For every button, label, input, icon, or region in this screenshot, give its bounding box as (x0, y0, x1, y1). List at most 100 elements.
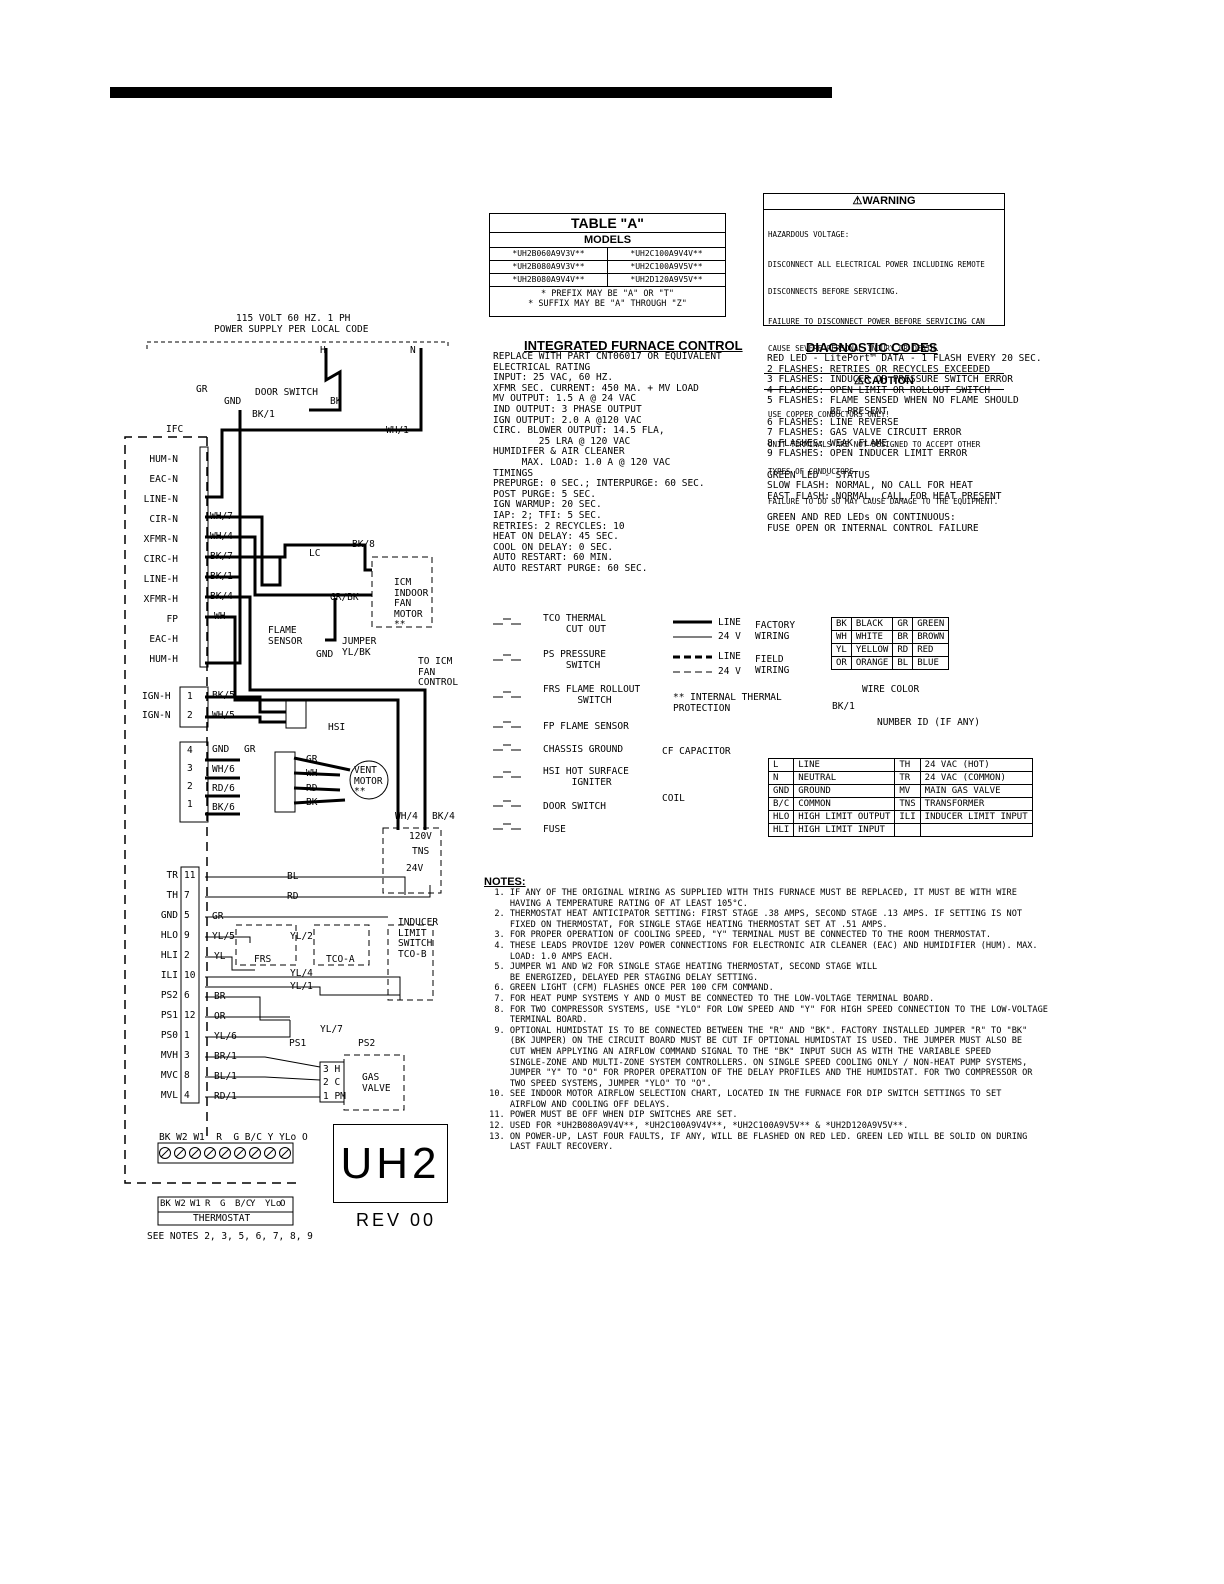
diagram-label-n: N (410, 345, 416, 356)
diagram-label-yl6: YL/6 (214, 1031, 237, 1042)
caution-line: UNIT TERMINALS ARE NOT DESIGNED TO ACCEP… (768, 440, 981, 449)
abbrev-cell (919, 823, 1033, 837)
table-a: TABLE "A" MODELS *UH2B060A9V3V***UH2C100… (489, 213, 726, 317)
lv-terminal-number: 5 (184, 910, 190, 921)
lv-terminal-number: 12 (184, 1010, 196, 1021)
thermostat-terminal: O (280, 1199, 286, 1209)
wiring-24v-label: 24 V (718, 631, 741, 642)
terminal-label: EAC-N (149, 474, 178, 485)
thermostat-screw-icon (159, 1147, 171, 1159)
diagram-label-bk4c: BK/4 (432, 811, 455, 822)
header-bar (110, 87, 832, 98)
color-cell: BLUE (912, 656, 950, 670)
diagram-label-gnd: GND (224, 396, 242, 407)
diagram-label-h: H (320, 345, 326, 356)
diagram-label-gv2: 2 C (323, 1077, 341, 1088)
thermostat-screw-icon (204, 1147, 216, 1159)
diagram-label-bk1b: BK/1 (210, 571, 233, 582)
diagram-label-yl7: YL/7 (320, 1024, 343, 1035)
lv-terminal-number: 9 (184, 930, 190, 941)
diagram-label-gv3: 3 H (323, 1064, 341, 1075)
model-stamp: UH2 (340, 1139, 441, 1188)
table-a-note-2: * SUFFIX MAY BE "A" THROUGH "Z" (528, 299, 687, 309)
diagram-label-bk6: BK/6 (212, 802, 235, 813)
diagram-label-rd6: RD/6 (212, 783, 235, 794)
diagram-label-tcoa: TCO-A (326, 954, 355, 965)
caution-line: TYPES OF CONDUCTORS. (768, 467, 859, 476)
diagram-label-wh4c: WH/4 (395, 811, 418, 822)
diagram-label-lc: LC (309, 548, 321, 559)
legend-frs: FRS FLAME ROLLOUT SWITCH (543, 684, 641, 706)
model-cell: *UH2C100A9V4V** (630, 249, 703, 258)
lv-terminal-number: 8 (184, 1070, 190, 1081)
screw-slot-icon (235, 1148, 245, 1158)
diagram-label-see-notes: SEE NOTES 2, 3, 5, 6, 7, 8, 9 (147, 1231, 313, 1242)
diagram-label-bk1: BK/1 (252, 409, 275, 420)
lv-terminal-label: HLI (160, 950, 178, 961)
diag-title: DIAGNOSTIC CODES (806, 340, 938, 355)
color-cell: OR (831, 656, 852, 670)
vent-pin-number: 3 (187, 763, 193, 774)
notes-text: 1. IF ANY OF THE ORIGINAL WIRING AS SUPP… (489, 888, 1048, 1153)
thermostat-terminal: Y (250, 1199, 256, 1209)
diagram-label-gas-valve: GAS VALVE (362, 1072, 391, 1094)
lv-terminal-number: 10 (184, 970, 196, 981)
fuse-icon (493, 823, 521, 830)
hsi-igniter-icon (493, 771, 521, 778)
warning-box: ⚠WARNING HAZARDOUS VOLTAGE: DISCONNECT A… (763, 193, 1005, 506)
legend-fp: FP FLAME SENSOR (543, 721, 629, 732)
lv-terminal-number: 4 (184, 1090, 190, 1101)
diagram-label-yl: YL (214, 951, 226, 962)
terminal-label: HUM-H (149, 654, 178, 665)
lv-terminal-number: 6 (184, 990, 190, 1001)
caution-title: CAUTION (863, 375, 914, 387)
thermostat-terminal: G (220, 1199, 226, 1209)
diagram-label-hsi: HSI (328, 722, 346, 733)
diagram-label-gr3: GR (244, 744, 256, 755)
terminal-label: LINE-N (143, 494, 178, 505)
table-a-note-1: * PREFIX MAY BE "A" OR "T" (540, 289, 675, 299)
diagram-label-icm: ICM INDOOR FAN MOTOR ** (394, 577, 429, 631)
terminal-label: XFMR-H (143, 594, 178, 605)
screw-slot-icon (175, 1148, 185, 1158)
diagram-label-v24: 24V (406, 863, 424, 874)
ign-terminal-label: IGN-N (142, 710, 171, 721)
lv-terminal-number: 11 (184, 870, 196, 881)
model-cell: *UH2C100A9V5V** (630, 262, 703, 271)
abbrev-cell: HLI (767, 823, 794, 837)
vent-pin-number: 2 (187, 781, 193, 792)
diagram-label-yl5: YL/5 (212, 931, 235, 942)
wire-example-label: BK/1 (832, 701, 855, 712)
screw-slot-icon (205, 1148, 215, 1158)
thermostat-screw-icon (249, 1147, 261, 1159)
lv-terminal-label: PS1 (160, 1010, 178, 1021)
coil-label: COIL (662, 793, 685, 804)
terminal-label: HUM-N (149, 454, 178, 465)
abbrev-cell (894, 823, 921, 837)
diagram-label-wh1: WH/1 (386, 425, 409, 436)
legend-tco: TCO THERMAL CUT OUT (543, 613, 606, 635)
wiring-line-label-2: LINE (718, 651, 741, 662)
ifc-spec: REPLACE WITH PART CNT06017 OR EQUIVALENT… (493, 351, 722, 574)
terminal-label: CIR-N (149, 514, 178, 525)
lv-terminal-label: TR (166, 870, 178, 881)
thermostat-screw-icon (264, 1147, 276, 1159)
diagram-label-rd: RD (287, 891, 299, 902)
thermostat-terminal: R (205, 1199, 211, 1209)
diagram-label-rd1: RD/1 (214, 1091, 237, 1102)
thermostat-terminal: YLo (265, 1199, 282, 1209)
diagram-label-inducer: INDUCER LIMIT SWITCH TCO-B (398, 917, 439, 960)
door-switch-icon (493, 800, 521, 807)
vent-pin-number: 1 (187, 799, 193, 810)
diagram-label-wh7: WH/7 (210, 511, 233, 522)
diag-text: RED LED - LitePort™ DATA - 1 FLASH EVERY… (767, 353, 1042, 534)
diagram-label-br: BR (214, 991, 226, 1002)
terminal-label: CIRC-H (143, 554, 178, 565)
diagram-label-flame-sensor: FLAME SENSOR (268, 625, 303, 647)
diagram-label-rd4: RD (306, 783, 318, 794)
lv-terminal-label: HLO (160, 930, 178, 941)
thermostat-screw-icon (189, 1147, 201, 1159)
